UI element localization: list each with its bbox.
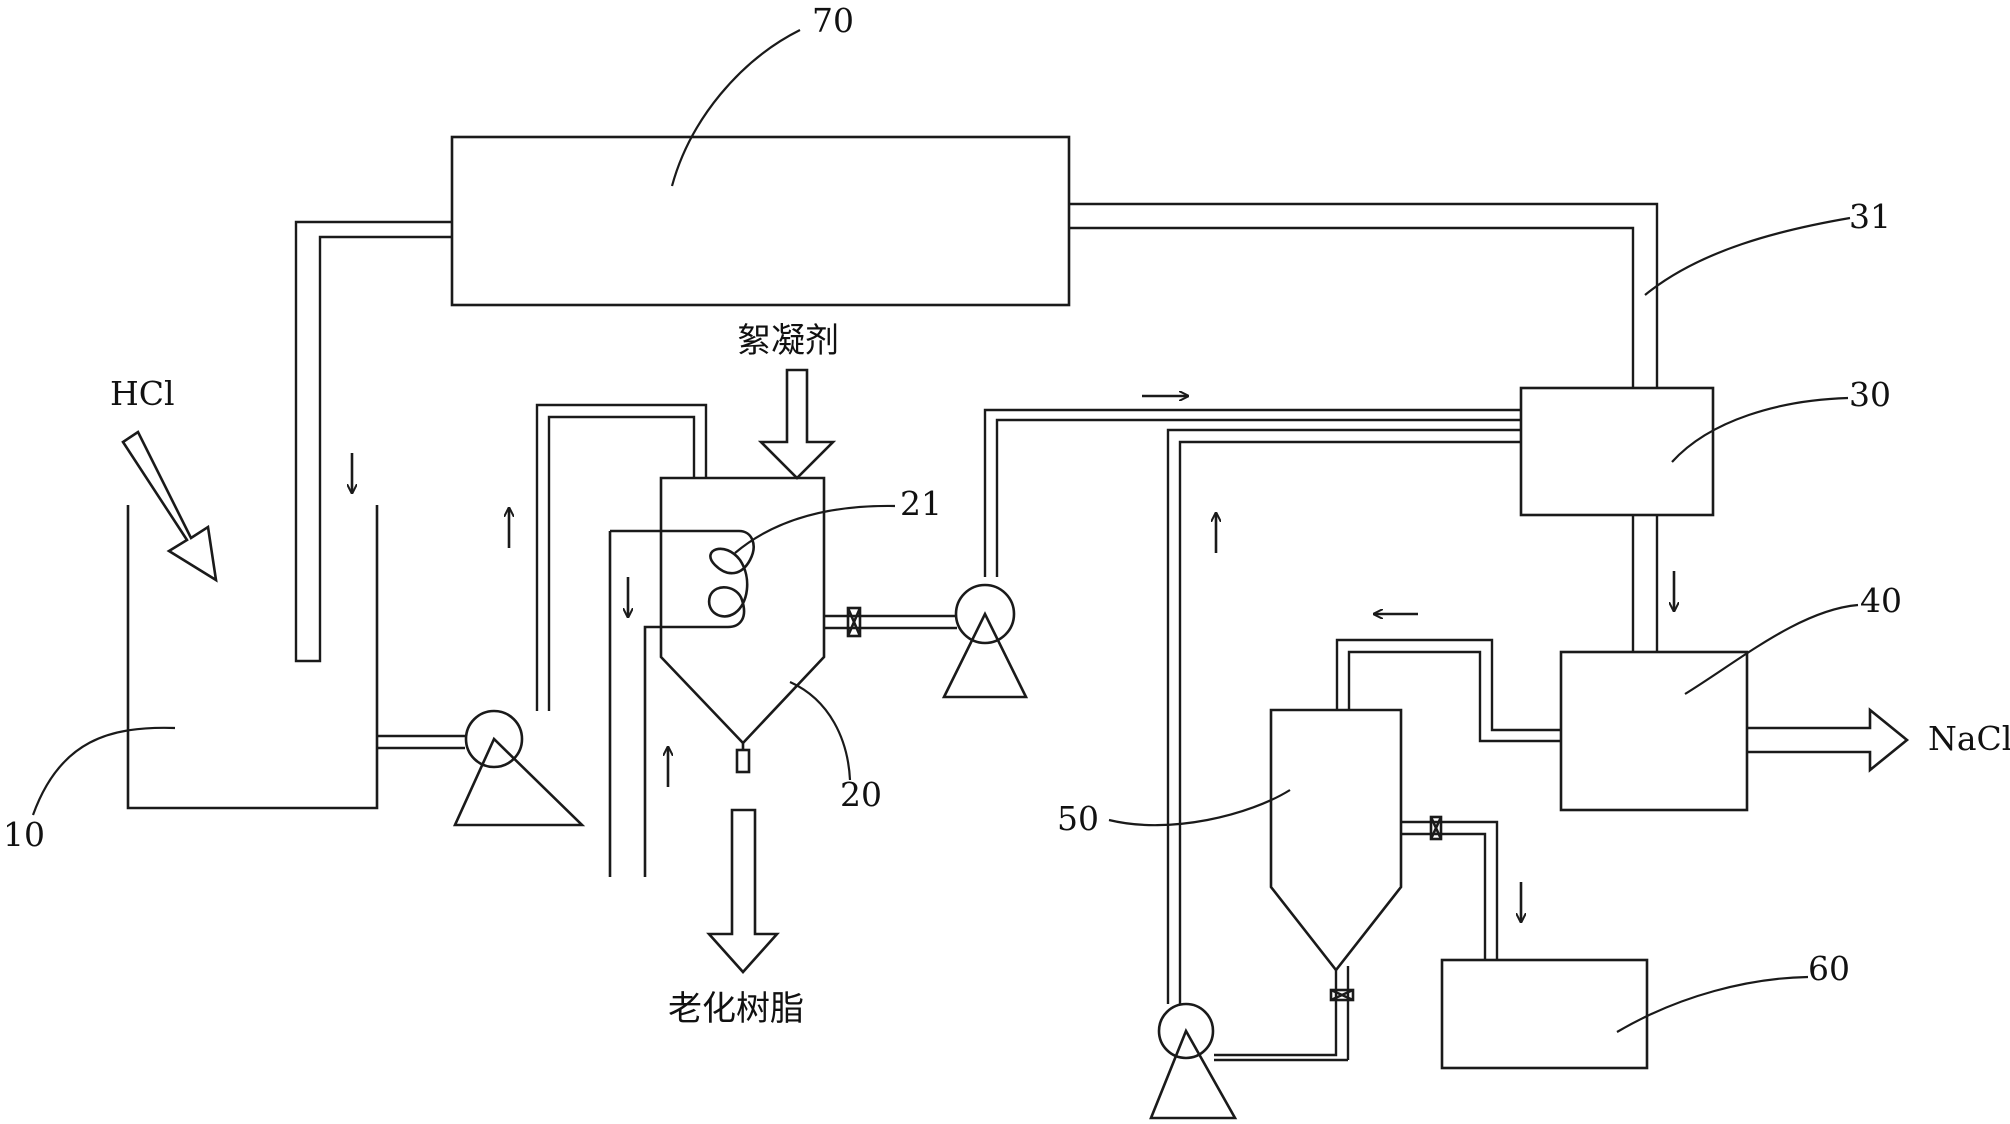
valve-20-bottom <box>735 748 751 774</box>
pump-lower-right <box>1157 1002 1215 1060</box>
pipe-70-to-30 <box>1069 202 1659 388</box>
label-20: 20 <box>840 775 882 814</box>
label-10: 10 <box>3 815 45 854</box>
pipe-50-to-60 <box>1401 820 1499 960</box>
label-flocculant: 絮凝剂 <box>737 321 839 361</box>
unit-40-box <box>1559 650 1749 812</box>
label-50: 50 <box>1057 799 1099 838</box>
pump-middle-base <box>941 611 1029 699</box>
label-31: 31 <box>1849 197 1891 236</box>
label-70: 70 <box>812 1 854 40</box>
pipe-40-to-50 <box>1335 638 1561 743</box>
label-aged-resin: 老化树脂 <box>668 989 804 1029</box>
pipe-20-to-mid-pump <box>824 614 957 630</box>
valve-50-side <box>1429 815 1443 841</box>
leader-31 <box>1644 216 1851 296</box>
unit-70-box <box>450 135 1071 307</box>
leader-60 <box>1616 975 1809 1033</box>
leader-20 <box>789 680 852 781</box>
valve-20-side-x <box>846 607 862 637</box>
label-hcl: HCl <box>110 374 175 413</box>
valve-50-bottom <box>1329 988 1355 1002</box>
hcl-inlet-arrow <box>121 430 218 583</box>
label-60: 60 <box>1808 949 1850 988</box>
leader-30 <box>1671 396 1849 463</box>
pipe-tank10-to-pump <box>377 734 465 750</box>
tank-10 <box>126 505 379 810</box>
pipe-mid-pump-to-30 <box>983 408 1521 577</box>
pump-left-base <box>452 736 586 827</box>
label-21: 21 <box>900 484 942 523</box>
nacl-outlet-arrow <box>1747 707 1910 773</box>
leader-40 <box>1684 603 1859 695</box>
coil-21 <box>610 529 755 877</box>
flocculant-inlet-arrow <box>757 368 837 480</box>
pipe-30-to-40 <box>1631 515 1659 652</box>
valve-50-side-x <box>1429 816 1443 840</box>
leader-21 <box>734 504 896 554</box>
valve-20-side <box>846 606 862 638</box>
pipe-50-bottom-to-pump <box>1214 966 1350 1062</box>
leader-70 <box>670 29 801 187</box>
unit-60-box <box>1440 958 1649 1070</box>
leader-10 <box>31 726 176 816</box>
pipe-pump-to-20 <box>535 403 708 711</box>
pump-left <box>464 709 524 769</box>
aged-resin-outlet-arrow <box>706 808 780 974</box>
pipe-70-to-tank-10 <box>294 220 452 663</box>
unit-50-settler <box>1269 708 1403 973</box>
valve-50-bottom-x <box>1330 988 1354 1002</box>
label-30: 30 <box>1849 375 1891 414</box>
label-40: 40 <box>1860 581 1902 620</box>
label-nacl: NaCl <box>1928 719 2010 758</box>
pump-middle <box>954 583 1016 645</box>
leader-50 <box>1108 789 1291 827</box>
pipe-pump-to-30 <box>1166 428 1521 1004</box>
unit-30-box <box>1519 386 1715 517</box>
pump-lower-right-base <box>1149 1028 1238 1120</box>
